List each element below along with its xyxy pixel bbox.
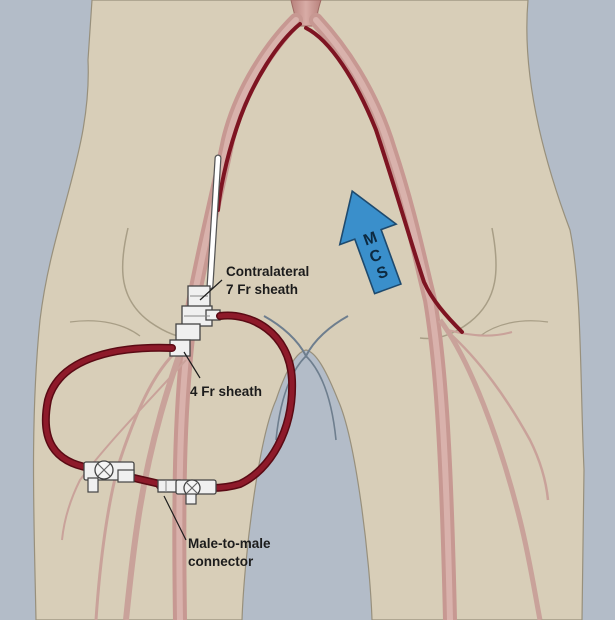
- leader-four-fr: [183, 351, 201, 379]
- label-male-to-male-line2: connector: [188, 554, 254, 569]
- inner-thigh-right: [305, 355, 337, 441]
- mcs-arrow-shape: [338, 189, 402, 295]
- right-iliac-artery-core: [313, 17, 453, 620]
- label-contralateral-line1: Contralateral: [226, 264, 309, 279]
- label-four-fr-sheath: 4 Fr sheath: [190, 384, 262, 399]
- catheter-guidewire: [304, 26, 464, 334]
- stopcock-right: [175, 479, 217, 505]
- inner-thigh-left: [275, 355, 307, 441]
- catheter-loop-left-core: [43, 345, 175, 471]
- hip-line-left: [69, 320, 141, 337]
- leader-male-to-male: [163, 495, 187, 541]
- left-iliac-artery-core: [176, 17, 299, 620]
- male-to-male-connector: [157, 479, 181, 493]
- contralateral-sheath-white-core: [207, 155, 221, 289]
- right-branch-vessel-2: [445, 329, 550, 501]
- mcs-arrow: M C S: [338, 189, 402, 295]
- right-branch-vessel-1: [437, 318, 543, 620]
- hip-line-right: [479, 320, 549, 337]
- label-male-to-male-line1: Male-to-male: [188, 536, 271, 551]
- left-branch-vessel-2: [94, 338, 191, 620]
- sheath-hub: [169, 285, 221, 357]
- left-branch-vessel-1: [123, 328, 191, 620]
- right-branch-vessel-3: [447, 329, 513, 337]
- catheter-guidewire-left: [216, 22, 302, 212]
- leader-contralateral: [199, 279, 223, 301]
- label-contralateral-line2: 7 Fr sheath: [226, 282, 298, 297]
- mcs-letter-m: M: [361, 229, 379, 250]
- catheter-mid-segment-core: [131, 475, 163, 487]
- stopcock-left: [83, 460, 135, 493]
